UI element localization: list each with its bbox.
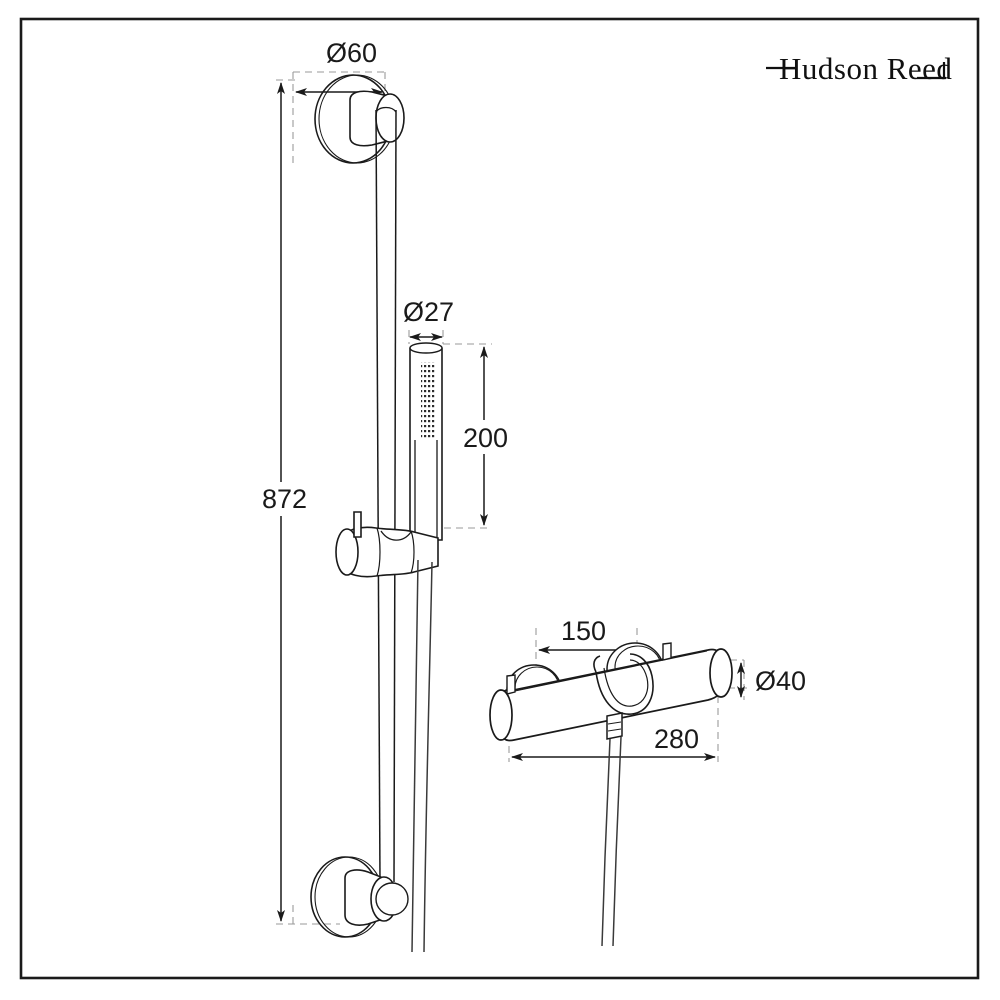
handset-spray-face (421, 362, 435, 440)
valve-index-tabs (506, 642, 672, 695)
dimension-label-d60: Ø60 (326, 38, 377, 68)
brand-logo: Hudson Reed (766, 51, 952, 86)
rail-construction-lines (276, 71, 386, 925)
dimension-valve-centres: 150 (538, 616, 635, 654)
dimension-label-200: 200 (463, 423, 508, 453)
holder-lever (353, 511, 362, 538)
brand-name: Hudson Reed (779, 51, 952, 86)
dimension-handset-diameter: Ø27 (403, 297, 454, 341)
dimension-flange-diameter: Ø60 (295, 38, 383, 96)
shower-handset (409, 342, 443, 541)
dimension-label-d27: Ø27 (403, 297, 454, 327)
valve-tab-right (662, 642, 672, 661)
dimension-valve-diameter: Ø40 (737, 662, 806, 698)
slide-rail (375, 106, 397, 883)
dimension-label-d40: Ø40 (755, 666, 806, 696)
dimension-label-872: 872 (262, 484, 307, 514)
shower-hose (411, 559, 433, 953)
valve-hose-outlet (606, 712, 623, 740)
dimension-valve-length: 280 (511, 724, 716, 761)
handset-top-rim (409, 342, 443, 354)
dimension-label-150: 150 (561, 616, 606, 646)
valve-hose (601, 736, 622, 947)
dimension-rail-height: 872 (258, 82, 312, 922)
valve-tab-left (506, 674, 516, 695)
dimension-handset-length: 200 (459, 346, 517, 526)
drawing-border (19, 17, 980, 980)
dimension-label-280: 280 (654, 724, 699, 754)
handset-holder (335, 511, 439, 578)
hose-coupling (375, 882, 409, 916)
thermostatic-valve-body (489, 648, 733, 742)
top-wall-bracket (314, 74, 405, 164)
valve-control-handle (593, 653, 654, 715)
